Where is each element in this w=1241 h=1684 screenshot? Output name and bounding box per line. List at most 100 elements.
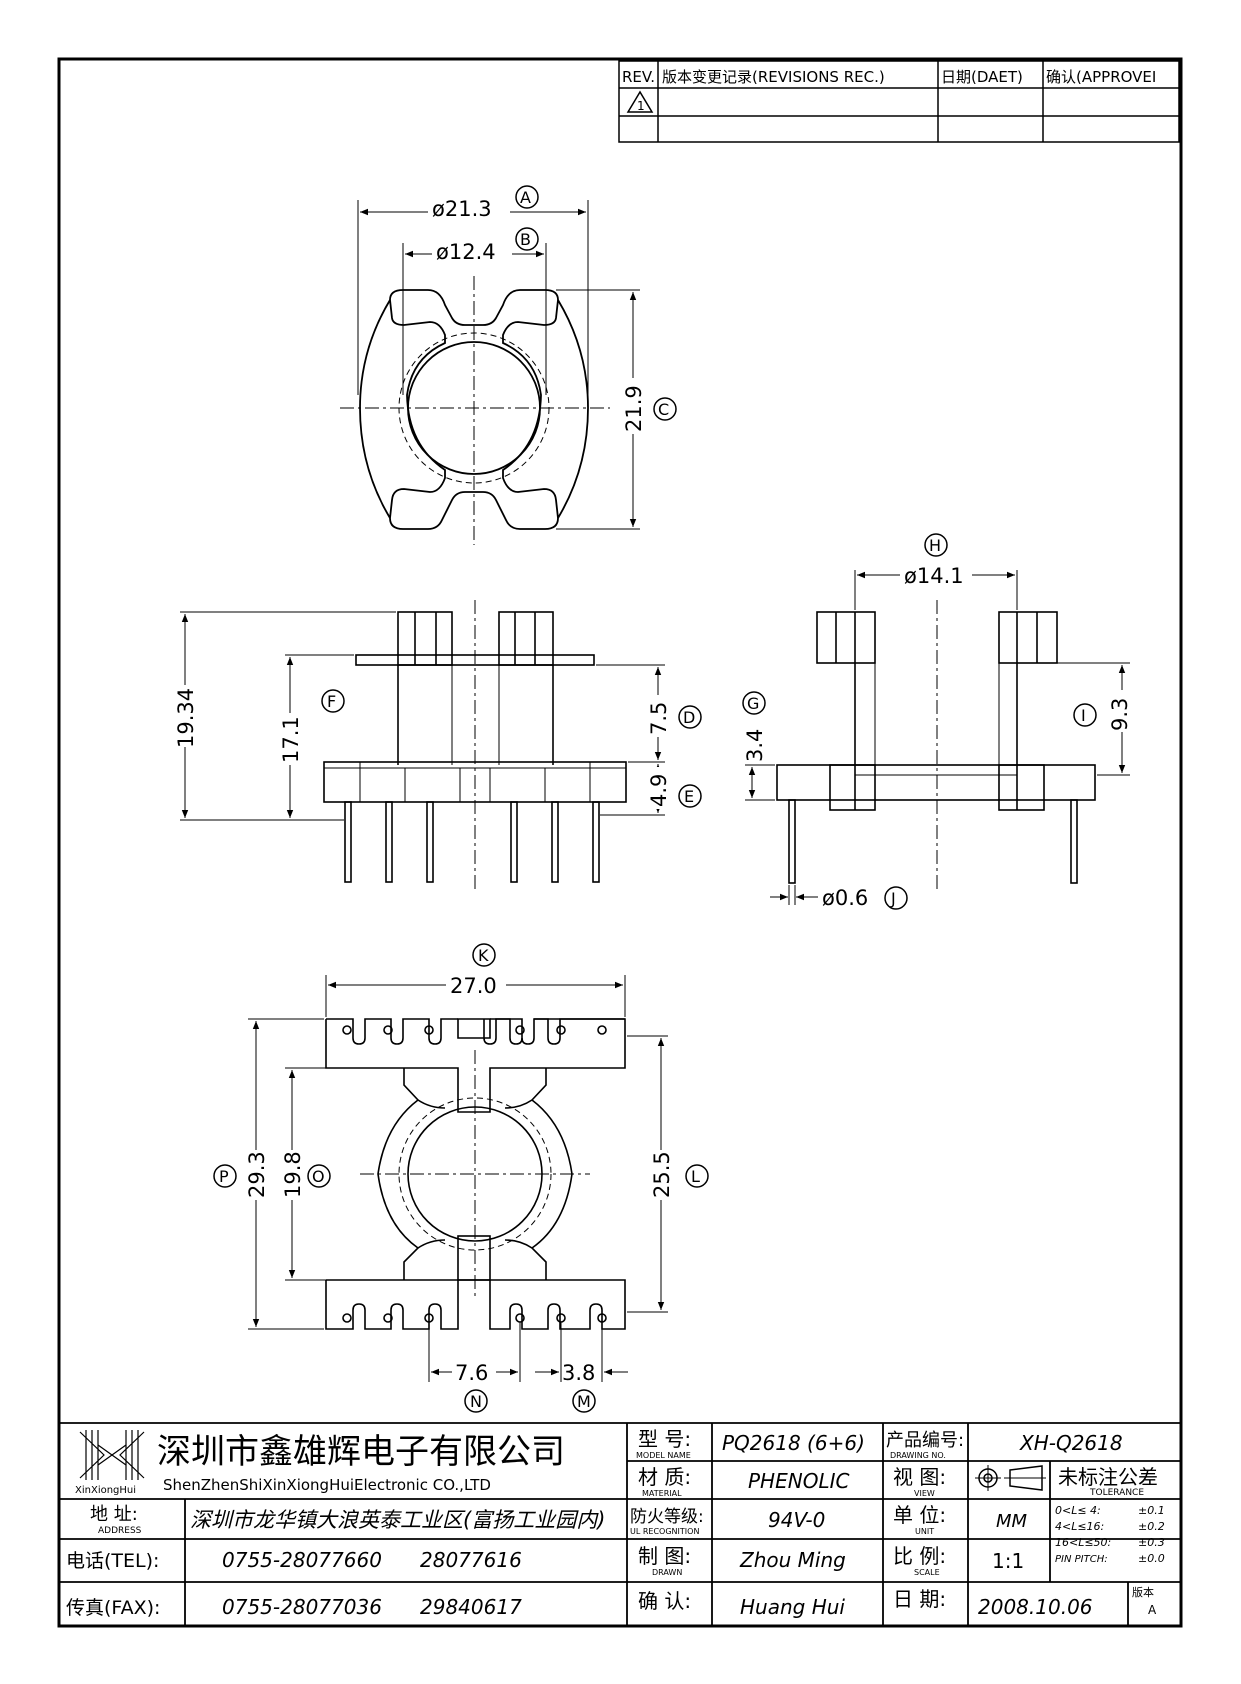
front-view xyxy=(323,600,627,890)
date-label: 日 期: xyxy=(893,1587,946,1611)
dim-f-value: 17.1 xyxy=(279,716,303,763)
address-value: 深圳市龙华镇大浪英泰工业区(富扬工业园内) xyxy=(190,1508,605,1532)
front-view-dimensions xyxy=(180,611,665,821)
company-name-en: ShenZhenShiXinXiongHuiElectronic CO.,LTD xyxy=(163,1476,491,1494)
drawn-label: 制 图: xyxy=(638,1544,691,1568)
dim-height-value: 19.34 xyxy=(174,688,198,748)
dim-h-tag xyxy=(924,533,948,557)
dim-k-tag-label: K xyxy=(478,946,489,965)
dim-c-tag-label: C xyxy=(658,400,669,419)
rev-header: REV. xyxy=(622,68,655,86)
check-value: Huang Hui xyxy=(740,1595,845,1619)
tolerance-range-2: 4<L≤16: xyxy=(1055,1520,1104,1533)
version-label: 版本 xyxy=(1132,1585,1154,1599)
material-sublabel: MATERIAL xyxy=(642,1489,682,1498)
dim-p-value: 29.3 xyxy=(245,1151,269,1198)
sheet-border xyxy=(57,57,1183,1628)
dim-n-tag-label: N xyxy=(470,1392,482,1411)
drawn-value: Zhou Ming xyxy=(739,1548,846,1572)
view-label: 视 图: xyxy=(893,1465,946,1489)
dim-a-value: ø21.3 xyxy=(432,197,492,221)
address-sublabel: ADDRESS xyxy=(98,1526,142,1536)
dim-e-value: 4.9 xyxy=(647,774,671,807)
date-value: 2008.10.06 xyxy=(978,1595,1093,1619)
dim-i-value: 9.3 xyxy=(1108,698,1132,731)
dim-j-tag-label: J xyxy=(890,889,896,908)
dim-g-tag-label: G xyxy=(747,694,759,713)
tolerance-value-2: ±0.2 xyxy=(1138,1520,1165,1533)
dim-o-tag-label: O xyxy=(312,1167,325,1186)
unit-value: MM xyxy=(996,1511,1028,1532)
tel-value-2: 28077616 xyxy=(420,1548,522,1572)
check-label: 确 认: xyxy=(638,1589,691,1613)
tolerance-range-1: 0<L≤ 4: xyxy=(1055,1504,1101,1517)
dim-b-value: ø12.4 xyxy=(436,240,496,264)
unit-sublabel: UNIT xyxy=(915,1527,934,1536)
drawing-no-value: XH-Q2618 xyxy=(1019,1431,1123,1455)
dim-d-tag-label: D xyxy=(683,708,695,727)
ul-label: 防火等级: xyxy=(630,1507,704,1527)
dim-c-value: 21.9 xyxy=(622,385,646,432)
dim-d-tag xyxy=(678,705,702,729)
dim-i-tag xyxy=(1073,703,1097,727)
material-value: PHENOLIC xyxy=(748,1469,849,1493)
logo-text: XinXiongHui xyxy=(75,1485,136,1496)
dim-j-tag xyxy=(884,886,908,910)
dim-i-tag-label: I xyxy=(1081,706,1086,725)
fax-label: 传真(FAX): xyxy=(66,1597,160,1619)
tel-value-1: 0755-28077660 xyxy=(222,1548,382,1572)
dim-m-tag-label: M xyxy=(577,1392,591,1411)
model-sublabel: MODEL NAME xyxy=(636,1451,691,1460)
bottom-view xyxy=(325,1018,626,1330)
dim-b-tag xyxy=(515,227,539,251)
tolerance-sublabel: TOLERANCE xyxy=(1089,1488,1144,1498)
address-label: 地 址: xyxy=(90,1504,138,1525)
drawn-sublabel: DRAWN xyxy=(652,1568,682,1577)
revision-approve-header: 确认(APPROVEI xyxy=(1046,68,1156,86)
tolerance-value-3: ±0.3 xyxy=(1138,1536,1165,1549)
revision-triangle-icon: 1 xyxy=(626,90,654,113)
dim-h-value: ø14.1 xyxy=(904,564,964,588)
dim-f-tag-label: F xyxy=(327,692,336,711)
dim-a-tag-label: A xyxy=(520,188,531,207)
revision-date-header: 日期(DAET) xyxy=(941,68,1023,86)
dim-c-tag xyxy=(653,397,677,421)
tolerance-range-3: 16<L≤50: xyxy=(1055,1536,1111,1549)
side-view xyxy=(776,600,1096,890)
dim-d-value: 7.5 xyxy=(647,702,671,735)
view-sublabel: VIEW xyxy=(914,1489,935,1498)
ul-sublabel: UL RECOGNITION xyxy=(630,1527,699,1536)
dim-o-tag xyxy=(307,1164,331,1188)
dim-g-tag xyxy=(742,691,766,715)
dim-g-value: 3.4 xyxy=(743,729,767,762)
dim-k-value: 27.0 xyxy=(450,974,497,998)
dim-p-tag-label: P xyxy=(219,1167,229,1186)
scale-sublabel: SCALE xyxy=(914,1568,940,1577)
tolerance-range-4: PIN PITCH: xyxy=(1055,1554,1108,1565)
revision-number: 1 xyxy=(637,99,645,113)
material-label: 材 质: xyxy=(638,1465,691,1489)
dim-k-tag xyxy=(472,943,496,967)
revision-record-header: 版本变更记录(REVISIONS REC.) xyxy=(662,68,885,86)
dim-j-value: ø0.6 xyxy=(822,886,868,910)
dim-h-tag-label: H xyxy=(929,536,941,555)
dim-m-value: 3.8 xyxy=(562,1361,595,1385)
dim-n-tag xyxy=(464,1389,488,1413)
dim-l-tag-label: L xyxy=(691,1167,700,1186)
fax-value-2: 29840617 xyxy=(420,1595,522,1619)
tel-label: 电话(TEL): xyxy=(66,1550,159,1572)
dim-b-tag-label: B xyxy=(520,230,531,249)
company-name-cn: 深圳市鑫雄辉电子有限公司 xyxy=(157,1432,565,1472)
unit-label: 单 位: xyxy=(893,1503,946,1527)
company-logo xyxy=(79,1430,145,1480)
scale-label: 比 例: xyxy=(893,1544,946,1568)
drawing-no-label: 产品编号: xyxy=(886,1430,964,1451)
dim-o-value: 19.8 xyxy=(281,1151,305,1198)
projection-symbol-icon xyxy=(975,1465,1046,1491)
dim-l-value: 25.5 xyxy=(650,1151,674,1198)
dim-n-value: 7.6 xyxy=(455,1361,488,1385)
top-view xyxy=(340,200,640,545)
dim-p-tag xyxy=(213,1164,237,1188)
dim-a-tag xyxy=(515,185,539,209)
